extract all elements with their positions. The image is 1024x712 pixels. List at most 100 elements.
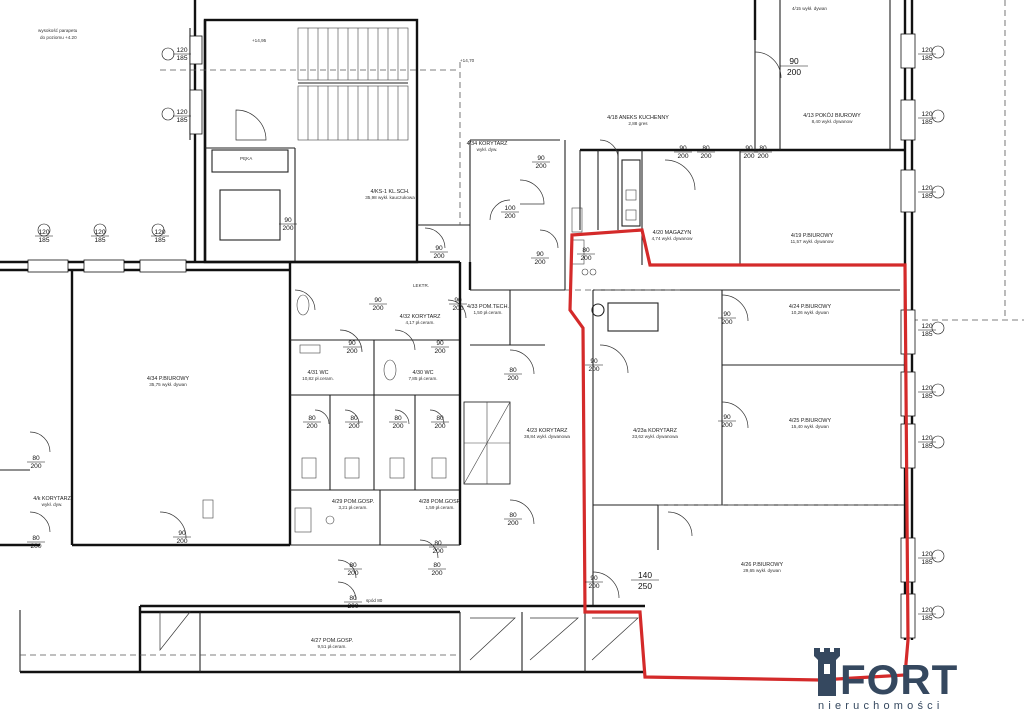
- windows: [27, 33, 916, 639]
- room-name: 4/24 P.BIUROWY: [789, 304, 832, 310]
- opening-height: 185: [176, 117, 187, 124]
- opening-height: 200: [721, 422, 732, 429]
- opening-height: 185: [921, 119, 932, 126]
- opening-height: 200: [434, 423, 445, 430]
- opening-width: 120: [921, 185, 932, 192]
- opening-width: 90: [348, 340, 356, 347]
- room-area-floor: 9,51 pł.ceram.: [317, 644, 346, 649]
- opening-height: 185: [921, 559, 932, 566]
- opening-width: 80: [32, 535, 40, 542]
- opening-height: 200: [504, 213, 515, 220]
- opening-width: 120: [921, 111, 932, 118]
- room-area-floor: 35,75 wykł. dywan: [149, 382, 187, 387]
- plan-annotation: wysokość parapetu: [38, 28, 78, 33]
- room-area-floor: 10,82 pł.ceram.: [302, 376, 334, 381]
- room-name: 4/20 MAGAZYN: [653, 230, 692, 236]
- room-area-floor: 4,17 pł.ceram.: [405, 320, 434, 325]
- plan-annotation: +14,70: [460, 58, 475, 63]
- opening-height: 200: [700, 153, 711, 160]
- opening-width: 80: [349, 595, 357, 602]
- opening-width: 120: [154, 229, 165, 236]
- room-name: 4/27 POM.GOSP.: [311, 638, 353, 644]
- opening-height: 200: [282, 225, 293, 232]
- room-area-floor: 4,74 wykł. dywanow: [652, 236, 694, 241]
- opening-height: 200: [588, 583, 599, 590]
- opening-height: 200: [306, 423, 317, 430]
- room-name: 4/23a KORYTARZ: [633, 428, 678, 434]
- opening-height: 200: [535, 163, 546, 170]
- opening-height: 200: [452, 305, 463, 312]
- opening-height: 200: [534, 259, 545, 266]
- fort-logo: FORT nieruchomości: [814, 648, 957, 712]
- opening-width: 80: [434, 540, 442, 547]
- room-name: 4/31 WC: [308, 370, 329, 376]
- opening-width: 120: [176, 109, 187, 116]
- opening-width: 80: [349, 562, 357, 569]
- opening-height: 185: [154, 237, 165, 244]
- plan-annotation: +14,95: [252, 38, 267, 43]
- opening-width: 90: [536, 251, 544, 258]
- opening-height: 200: [677, 153, 688, 160]
- room-name: 4/19 P.BIUROWY: [791, 233, 834, 239]
- opening-height: 200: [372, 305, 383, 312]
- opening-width: 80: [308, 415, 316, 422]
- opening-width: 90: [178, 530, 186, 537]
- opening-width: 90: [537, 155, 545, 162]
- room-name: 4/25 P.BIUROWY: [789, 418, 832, 424]
- unit-highlight: [568, 228, 910, 682]
- opening-height: 185: [176, 55, 187, 62]
- opening-height: 185: [921, 193, 932, 200]
- door-dimensions: 9020014025010020090200902009020090200902…: [27, 47, 936, 622]
- room-name: 4/34 P.BIUROWY: [147, 376, 190, 382]
- opening-width: 90: [435, 245, 443, 252]
- room-label: 4/28 POM.GOSP.1,59 pł.ceram.: [419, 499, 461, 510]
- opening-height: 185: [921, 393, 932, 400]
- room-area-floor: 8,40 wykł. dywanow: [812, 119, 854, 124]
- opening-height: 200: [432, 548, 443, 555]
- room-label: 4/33 POM.TECH.1,50 pł.ceram.: [467, 304, 509, 315]
- room-name: 4/KS-1 KL.SCH.: [371, 189, 410, 195]
- room-name: 4/29 POM.GOSP.: [332, 499, 374, 505]
- opening-height: 200: [346, 348, 357, 355]
- window-tags: [37, 45, 945, 619]
- opening-width: 120: [176, 47, 187, 54]
- opening-width: 120: [94, 229, 105, 236]
- opening-width: 90: [745, 145, 753, 152]
- opening-width: 80: [759, 145, 767, 152]
- opening-width: 120: [38, 229, 49, 236]
- opening-height: 185: [94, 237, 105, 244]
- opening-height: 250: [638, 581, 652, 591]
